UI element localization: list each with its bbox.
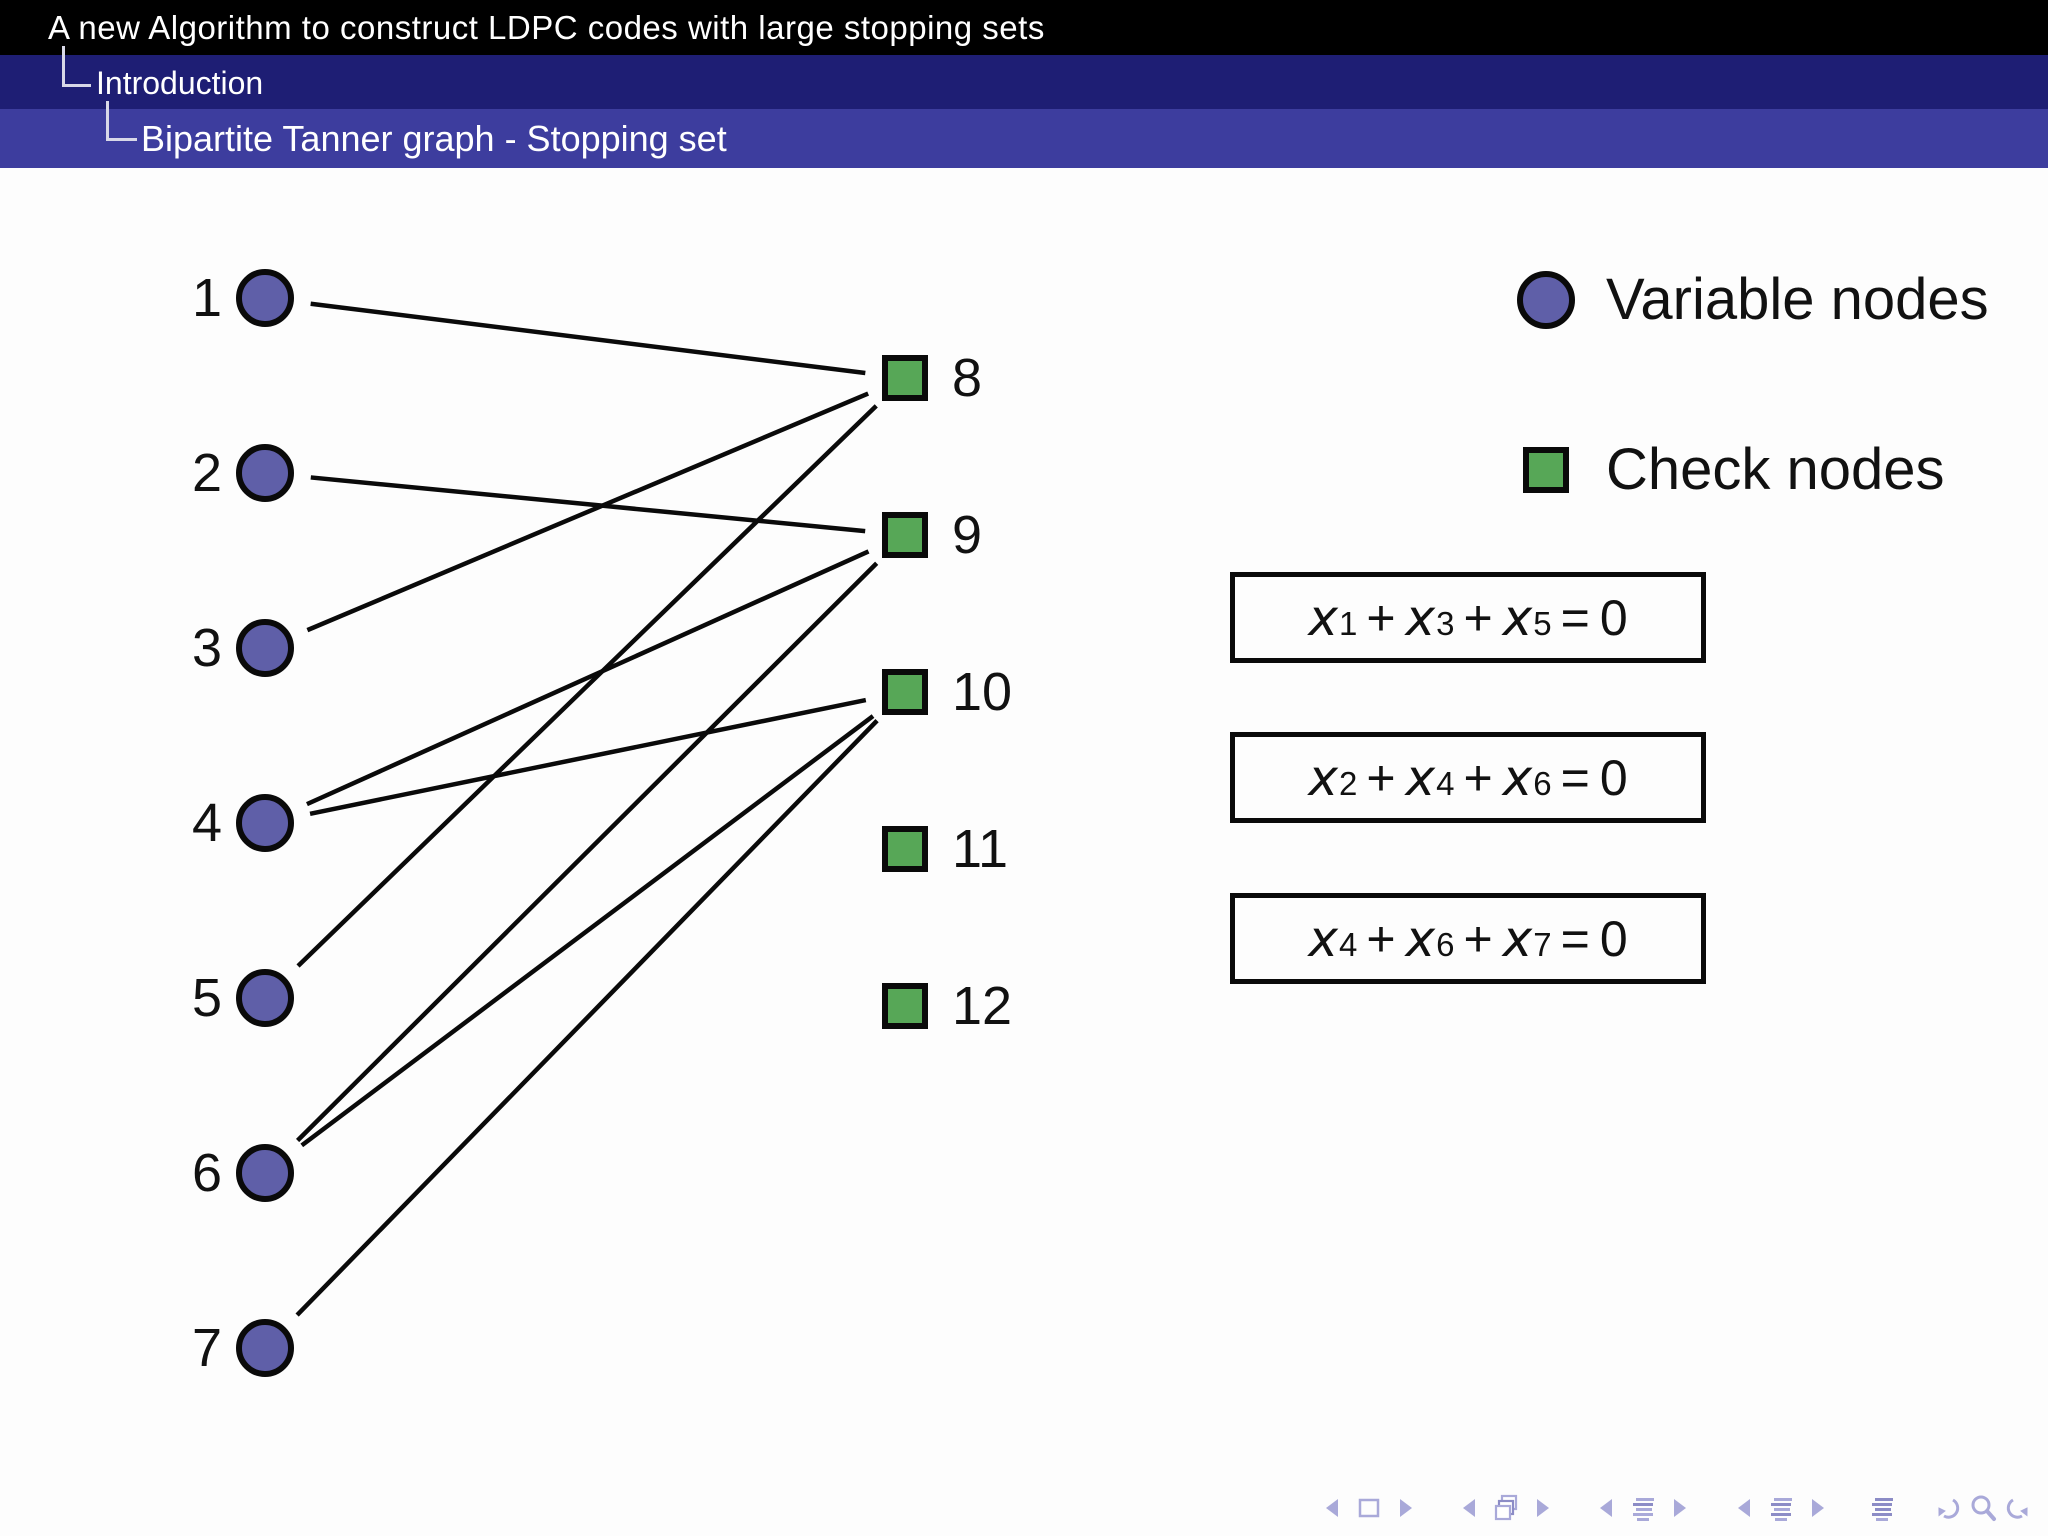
check-node-label-12: 12 xyxy=(952,976,1013,1036)
edge-v5-c8 xyxy=(296,404,878,968)
check-node-label-10: 10 xyxy=(952,662,1013,722)
tree-connector-icon xyxy=(106,101,137,141)
edge-v1-c8 xyxy=(310,301,866,376)
check-node-label-11: 11 xyxy=(952,819,1009,879)
check-node-label-9: 9 xyxy=(952,505,983,565)
variable-node-label-1: 1 xyxy=(191,268,222,328)
prev-subsection-arrow[interactable] xyxy=(1592,1492,1622,1524)
variable-node-1 xyxy=(236,269,294,327)
beamer-navigation-bar xyxy=(1318,1488,2034,1528)
edge-v3-c8 xyxy=(306,391,870,633)
legend-label: Variable nodes xyxy=(1606,267,1989,332)
slide-icon[interactable] xyxy=(1354,1492,1384,1524)
variable-node-4 xyxy=(236,794,294,852)
subsection-bar: Bipartite Tanner graph - Stopping set xyxy=(0,109,2048,168)
variable-node-label-2: 2 xyxy=(191,443,222,503)
back-icon[interactable] xyxy=(1932,1492,1962,1524)
prev-section-arrow[interactable] xyxy=(1730,1492,1760,1524)
variable-node-label-6: 6 xyxy=(191,1143,222,1203)
subsection-title: Bipartite Tanner graph - Stopping set xyxy=(141,118,727,159)
check-node-10 xyxy=(882,669,928,715)
forward-icon[interactable] xyxy=(2004,1492,2034,1524)
variable-node-5 xyxy=(236,969,294,1027)
next-subsection-arrow[interactable] xyxy=(1664,1492,1694,1524)
check-node-label-8: 8 xyxy=(952,348,983,408)
variable-node-7 xyxy=(236,1319,294,1377)
title-bar: A new Algorithm to construct LDPC codes … xyxy=(0,0,2048,55)
search-icon[interactable] xyxy=(1968,1492,1998,1524)
check-node-9 xyxy=(882,512,928,558)
edge-v2-c9 xyxy=(310,475,866,534)
nav-group xyxy=(1730,1492,1832,1524)
variable-node-3 xyxy=(236,619,294,677)
section-icon[interactable] xyxy=(1766,1492,1796,1524)
check-node-11 xyxy=(882,826,928,872)
check-node-square-icon xyxy=(1523,447,1569,493)
presentation-icon[interactable] xyxy=(1867,1492,1897,1524)
next-section-arrow[interactable] xyxy=(1802,1492,1832,1524)
variable-node-label-4: 4 xyxy=(191,793,222,853)
section-title: Introduction xyxy=(96,65,264,101)
prev-frame-arrow[interactable] xyxy=(1455,1492,1485,1524)
variable-node-label-3: 3 xyxy=(191,618,222,678)
next-slide-arrow[interactable] xyxy=(1390,1492,1420,1524)
check-node-8 xyxy=(882,355,928,401)
nav-group xyxy=(1867,1492,1897,1524)
check-node-12 xyxy=(882,983,928,1029)
variable-node-label-7: 7 xyxy=(191,1318,222,1378)
frame-icon[interactable] xyxy=(1491,1492,1521,1524)
edge-v6-c9 xyxy=(295,561,879,1143)
section-bar: Introduction xyxy=(0,55,2048,109)
edge-v4-c10 xyxy=(309,697,867,816)
legend-label: Check nodes xyxy=(1606,437,1945,502)
subsection-icon[interactable] xyxy=(1628,1492,1658,1524)
variable-node-6 xyxy=(236,1144,294,1202)
variable-node-label-5: 5 xyxy=(191,968,222,1028)
prev-slide-arrow[interactable] xyxy=(1318,1492,1348,1524)
edge-v4-c9 xyxy=(306,549,870,807)
nav-group xyxy=(1932,1492,2034,1524)
variable-node-circle-icon xyxy=(1517,271,1575,329)
edge-v6-c10 xyxy=(300,714,875,1148)
nav-group xyxy=(1592,1492,1694,1524)
nav-group xyxy=(1455,1492,1557,1524)
next-frame-arrow[interactable] xyxy=(1527,1492,1557,1524)
edge-v7-c10 xyxy=(295,719,879,1317)
tree-connector-icon xyxy=(62,46,91,87)
presentation-title: A new Algorithm to construct LDPC codes … xyxy=(48,9,1045,46)
variable-node-2 xyxy=(236,444,294,502)
nav-group xyxy=(1318,1492,1420,1524)
